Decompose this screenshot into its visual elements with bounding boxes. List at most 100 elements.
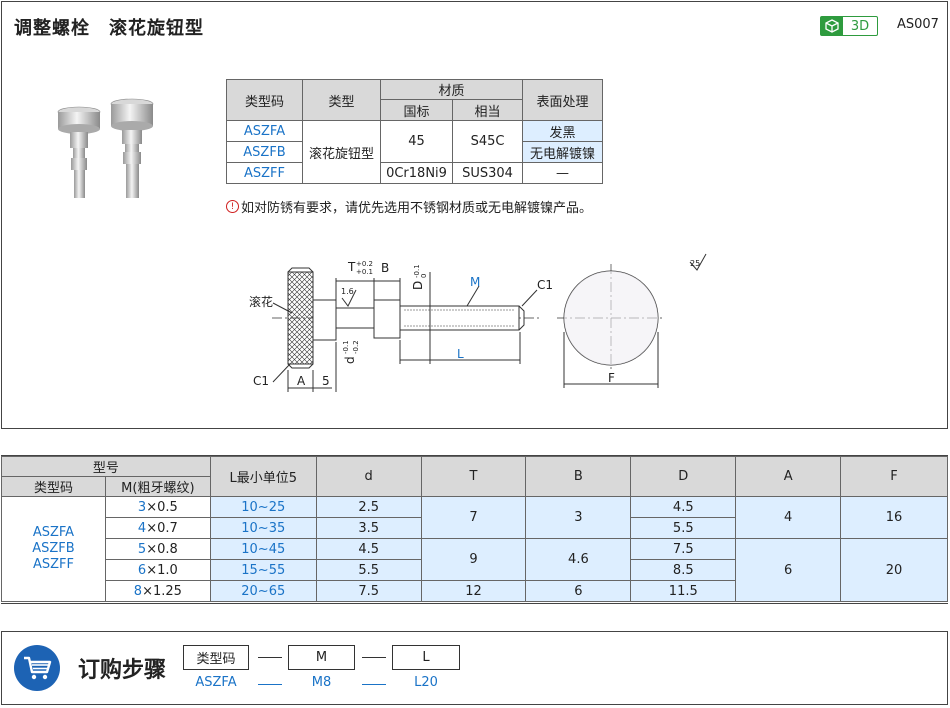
order-connector (362, 657, 386, 658)
equivalent-cell: S45C (452, 120, 523, 163)
f-cell: 16 (840, 496, 948, 539)
dim-m: M (470, 275, 480, 289)
m-cell: 4×0.7 (104, 517, 211, 539)
col-a: A (735, 456, 842, 497)
a-cell: 6 (735, 538, 842, 602)
product-code: AS007 (897, 17, 939, 32)
warning-icon: ! (226, 200, 239, 213)
dim-c1-right: C1 (537, 278, 553, 292)
technical-drawing: T +0.2 +0.1 B D -0.1 0 M C1 滚花 1.6 d -0.… (249, 253, 707, 392)
D-cell: 8.5 (630, 559, 737, 581)
d-cell: 4.5 (315, 538, 422, 560)
D-cell: 4.5 (630, 496, 737, 518)
D-cell: 11.5 (630, 580, 737, 602)
type-code: ASZFF (32, 557, 74, 572)
type-code: ASZFA (32, 525, 75, 540)
standard-cell: 0Cr18Ni9 (380, 162, 453, 184)
material-table: 类型码 类型 材质 表面处理 国标 相当 ASZFA 滚花旋钮型 45 S45C… (226, 79, 603, 184)
order-steps-panel: 订购步骤 类型码 M L ASZFA M8 L20 (1, 631, 948, 705)
col-material: 材质 (380, 79, 523, 100)
cube-icon (821, 17, 843, 35)
m-cell: 6×1.0 (104, 559, 211, 581)
col-b: B (525, 456, 632, 497)
equivalent-cell: SUS304 (452, 162, 523, 184)
note-text: 如对防锈有要求，请优先选用不锈钢材质或无电解镀镍产品。 (241, 201, 593, 216)
surface-25-label: 25 (690, 259, 700, 268)
rust-note: ! 如对防锈有要求，请优先选用不锈钢材质或无电解镀镍产品。 (226, 197, 592, 216)
product-info-panel: 调整螺栓 滚花旋钮型 3D AS007 类型码 (1, 1, 948, 429)
col-surface: 表面处理 (522, 79, 603, 121)
order-value-l: L20 (414, 675, 438, 690)
dim-f: F (608, 371, 615, 385)
b-cell: 6 (525, 580, 632, 602)
m-cell: 8×1.25 (104, 580, 211, 602)
d-cell: 5.5 (315, 559, 422, 581)
col-model: 型号 (1, 456, 211, 477)
dim-t-plus: +0.2 (356, 260, 373, 268)
col-equivalent: 相当 (452, 99, 523, 121)
col-standard: 国标 (380, 99, 453, 121)
dim-d: d (343, 356, 357, 364)
standard-cell: 45 (380, 120, 453, 163)
order-value-m: M8 (311, 675, 332, 690)
order-box-type-code: 类型码 (183, 645, 249, 670)
col-d: d (315, 456, 422, 497)
col-type: 类型 (302, 79, 381, 121)
order-title: 订购步骤 (78, 658, 167, 683)
m-cell: 5×0.8 (104, 538, 211, 560)
spec-table: 型号 L最小单位5 d T B D A F 类型码 M(粗牙螺纹) ASZFA … (1, 456, 948, 602)
type-codes-cell: ASZFA ASZFB ASZFF (1, 496, 106, 602)
l-cell: 10~25 (209, 496, 317, 518)
order-value-connector (258, 684, 282, 685)
surface-cell: 无电解镀镍 (522, 141, 603, 163)
3d-label: 3D (850, 18, 870, 34)
page-title: 调整螺栓 滚花旋钮型 (14, 18, 204, 39)
dim-a: A (297, 374, 306, 388)
knurl-label: 滚花 (249, 294, 273, 309)
b-cell: 4.6 (525, 538, 632, 581)
t-cell: 9 (420, 538, 527, 581)
dim-d-tol1: -0.1 (342, 340, 350, 354)
order-value-connector (362, 684, 386, 685)
l-cell: 10~35 (209, 517, 317, 539)
type-code-cell: ASZFF (226, 162, 303, 184)
d-cell: 2.5 (315, 496, 422, 518)
order-box-l: L (392, 645, 460, 670)
order-value-type-code: ASZFA (195, 675, 237, 690)
dim-D-tol2: 0 (420, 274, 428, 278)
d-cell: 3.5 (315, 517, 422, 539)
t-cell: 7 (420, 496, 527, 539)
surface-cell: — (522, 162, 603, 184)
dim-c1-left: C1 (253, 374, 269, 388)
product-photo (57, 98, 154, 198)
spec-table-panel: 型号 L最小单位5 d T B D A F 类型码 M(粗牙螺纹) ASZFA … (1, 455, 948, 604)
dim-t: T (347, 260, 356, 274)
type-code-cell: ASZFA (226, 120, 303, 142)
type-code: ASZFB (32, 541, 75, 556)
col-type-code: 类型码 (226, 79, 303, 121)
col-f: F (840, 456, 948, 497)
col-type-code: 类型码 (1, 476, 106, 497)
3d-model-button[interactable]: 3D (820, 16, 878, 36)
D-cell: 5.5 (630, 517, 737, 539)
cart-icon[interactable] (14, 645, 60, 691)
b-cell: 3 (525, 496, 632, 539)
col-t: T (420, 456, 527, 497)
l-cell: 20~65 (209, 580, 317, 602)
D-cell: 7.5 (630, 538, 737, 560)
t-cell: 12 (420, 580, 527, 602)
roughness-label: 1.6 (341, 287, 354, 296)
l-cell: 10~45 (209, 538, 317, 560)
dim-l: L (457, 347, 464, 361)
dim-d-tol2: -0.2 (352, 340, 360, 354)
col-m-coarse: M(粗牙螺纹) (104, 476, 211, 497)
d-cell: 7.5 (315, 580, 422, 602)
dim-t-plus2: +0.1 (356, 268, 373, 276)
f-cell: 20 (840, 538, 948, 602)
dim-D: D (411, 281, 425, 290)
l-cell: 15~55 (209, 559, 317, 581)
dim-D-tol1: -0.1 (413, 264, 421, 278)
col-l-unit: L最小单位5 (209, 456, 317, 497)
col-D: D (630, 456, 737, 497)
m-cell: 3×0.5 (104, 496, 211, 518)
